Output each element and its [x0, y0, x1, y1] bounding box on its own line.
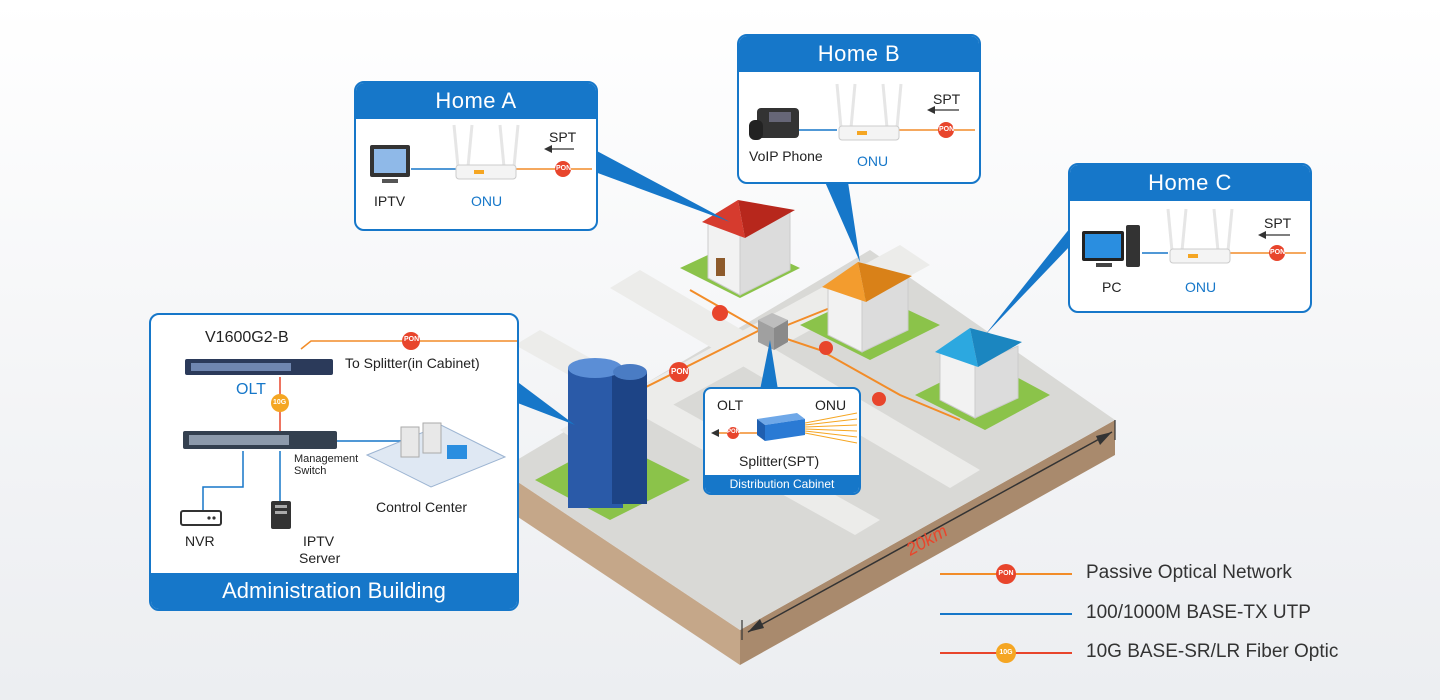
admin-control-center-label: Control Center [376, 499, 468, 515]
legend-item: 100/1000M BASE-TX UTP [940, 602, 1360, 624]
legend-line [940, 613, 1072, 615]
router-icon [452, 124, 520, 180]
callout-pointer-admin [515, 380, 575, 425]
admin-olt-model: V1600G2-B [205, 329, 289, 346]
admin-10g-badge [271, 394, 289, 412]
cabinet-splitter-label: Splitter(SPT) [739, 453, 820, 469]
admin-switch-label-2: Switch [294, 465, 327, 477]
admin-switch-label-1: Management [294, 453, 359, 465]
house-c-icon [915, 328, 1050, 430]
home-b-device-label: VoIP Phone [749, 148, 823, 164]
home-c-pon-text: PON [1270, 249, 1286, 256]
cabinet-fiber-fan [804, 412, 858, 444]
admin-iptv-server-label-2: Server [299, 550, 341, 566]
legend-text: Passive Optical Network [1086, 562, 1292, 583]
admin-olt-label: OLT [236, 381, 266, 398]
admin-card: V1600G2-B PON To Splitter(in Cabinet) OL… [149, 313, 519, 611]
home-a-pon-text: PON [556, 165, 572, 172]
map-pon-badge-3 [819, 341, 833, 355]
legend-item: PON Passive Optical Network [940, 562, 1360, 584]
home-b-pon-text: PON [939, 126, 955, 133]
cabinet-pon-badge [727, 427, 739, 439]
admin-utp-nvr [202, 451, 244, 510]
admin-diagram [180, 332, 517, 529]
admin-10g-text: 10G [273, 399, 287, 406]
control-center-icon [365, 422, 507, 488]
home-a-onu-label: ONU [471, 193, 503, 209]
callout-pointer-cabinet [760, 340, 778, 390]
home-c-title: Home C [1070, 165, 1310, 201]
map-pon-badge-1 [712, 305, 728, 321]
admin-pon-badge [402, 332, 420, 350]
switch-icon [183, 431, 337, 449]
pc-icon [1082, 225, 1140, 267]
admin-pon-line [300, 340, 517, 350]
distribution-cabinet-card: OLT ONU PON Splitter(SPT) Distribution C… [703, 387, 861, 495]
legend-text: 100/1000M BASE-TX UTP [1086, 602, 1311, 623]
tv-icon [370, 145, 410, 183]
map-pon-text-2: PON [671, 367, 689, 376]
legend-badge: 10G [996, 643, 1016, 663]
home-c-onu-label: ONU [1185, 279, 1217, 295]
home-a-diagram [370, 124, 592, 183]
home-a-spt-label: SPT [549, 129, 577, 145]
home-c-spt-arrowhead [1258, 231, 1266, 239]
distance-arrow-head-1 [748, 619, 764, 632]
splitter-icon [757, 413, 805, 441]
map-pon-badge-2 [669, 362, 689, 382]
router-icon [835, 83, 903, 141]
cabinet-arrowhead [711, 429, 719, 437]
admin-splitter-label: To Splitter(in Cabinet) [345, 355, 480, 371]
home-c-device-label: PC [1102, 279, 1122, 295]
distance-arrow-head-2 [1096, 432, 1112, 445]
cabinet-footer: Distribution Cabinet [705, 475, 859, 493]
home-b-diagram [749, 83, 975, 141]
legend-text: 10G BASE-SR/LR Fiber Optic [1086, 641, 1339, 662]
cabinet-diagram [711, 412, 858, 444]
router-icon [1166, 208, 1234, 264]
house-b-icon [800, 262, 940, 360]
admin-footer: Administration Building [151, 573, 517, 609]
house-a-icon [680, 200, 800, 298]
map-pon-badge-4 [872, 392, 886, 406]
map-base-side-left [500, 470, 740, 665]
road-2 [610, 270, 980, 488]
home-b-pon-badge [938, 122, 954, 138]
phone-icon [749, 108, 799, 140]
cabinet-pon-text: PON [727, 429, 741, 435]
legend-badge: PON [996, 564, 1016, 584]
legend-item: 10G 10G BASE-SR/LR Fiber Optic [940, 641, 1360, 663]
callout-pointer-home-a [595, 150, 730, 222]
callout-pointer-home-c [985, 228, 1070, 335]
home-c-spt-label: SPT [1264, 215, 1292, 231]
home-a-spt-arrowhead [544, 145, 552, 153]
distance-arrow [747, 431, 1113, 633]
cabinet-olt-label: OLT [717, 397, 744, 413]
cabinet-onu-label: ONU [815, 397, 847, 413]
home-c-pon-badge [1269, 245, 1285, 261]
home-c-diagram [1082, 208, 1306, 267]
olt-icon [185, 359, 333, 375]
home-a-card: Home A PON SPT IPTV ONU [354, 81, 598, 231]
building-icon [535, 358, 690, 520]
home-b-spt-arrowhead [927, 106, 935, 114]
home-b-onu-label: ONU [857, 153, 889, 169]
home-b-card: Home B PON SPT VoIP Phone ONU [737, 34, 981, 184]
callout-pointer-home-b [825, 182, 860, 262]
home-b-title: Home B [739, 36, 979, 72]
home-c-card: Home C PON SPT PC ONU [1068, 163, 1312, 313]
home-a-pon-badge [555, 161, 571, 177]
home-b-spt-label: SPT [933, 91, 961, 107]
home-a-device-label: IPTV [374, 193, 406, 209]
admin-nvr-label: NVR [185, 533, 215, 549]
home-a-title: Home A [356, 83, 596, 119]
admin-pon-text: PON [404, 336, 420, 343]
nvr-icon [180, 510, 222, 526]
admin-iptv-server-label-1: IPTV [303, 533, 335, 549]
server-icon [271, 501, 291, 529]
